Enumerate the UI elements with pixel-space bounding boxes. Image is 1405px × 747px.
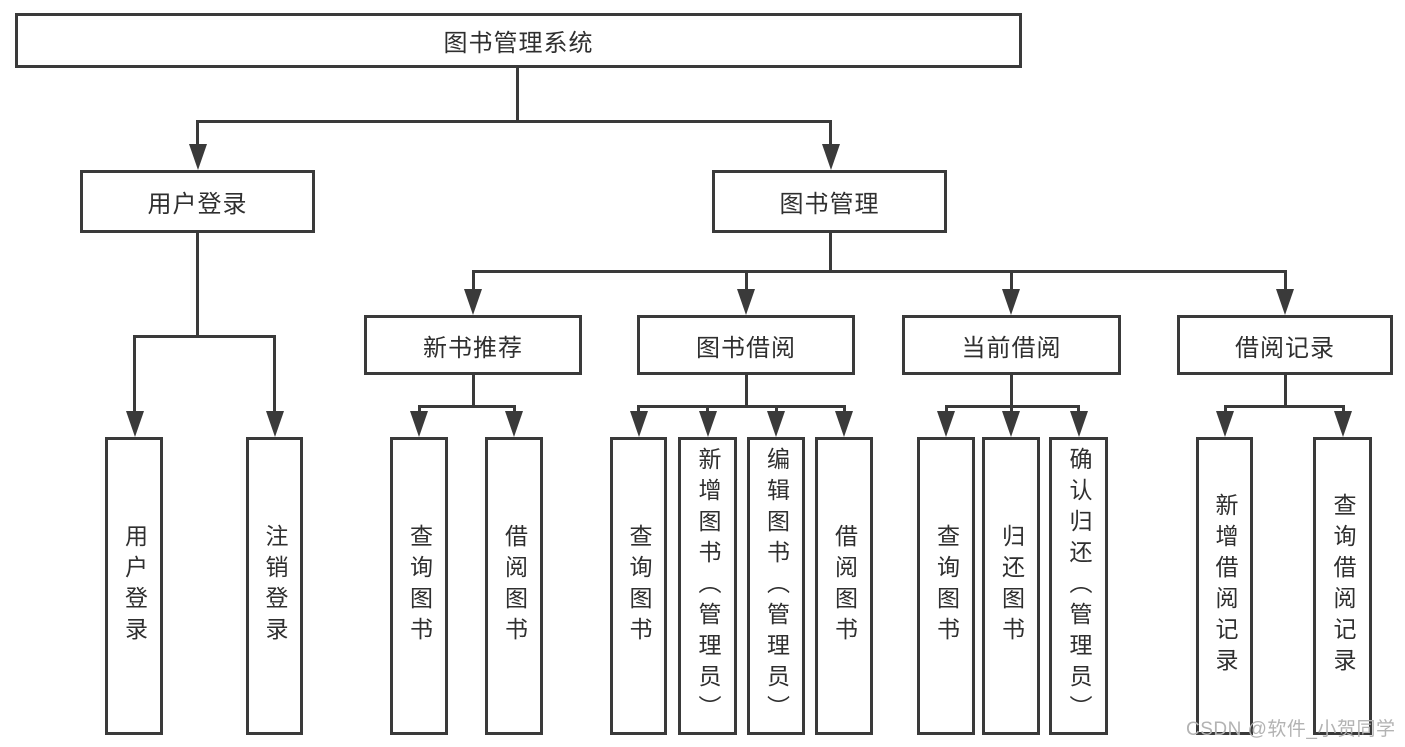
node-borrowing-records: 借阅记录 xyxy=(1177,315,1393,375)
connector-drop-leaf xyxy=(418,405,421,413)
connector-drop-user-login xyxy=(196,120,199,146)
leaf-user-login: 用户登录 xyxy=(105,437,163,735)
connector-drop-login xyxy=(133,335,136,413)
node-label: 用户登录 xyxy=(147,191,248,218)
connector-drop-leaf xyxy=(1224,405,1227,413)
watermark: CSDN @软件_小贺同学 xyxy=(1186,719,1396,740)
node-book-management: 图书管理 xyxy=(712,170,947,233)
connector-book-mgmt-stub xyxy=(829,233,832,270)
leaf-label: 借阅图书 xyxy=(501,524,528,648)
leaf-label: 借阅图书 xyxy=(831,524,858,648)
node-label: 新书推荐 xyxy=(423,334,523,362)
connector-new-books-stub xyxy=(472,375,475,405)
leaf-confirm-return-admin: 确认归还（管理员） xyxy=(1049,437,1108,735)
node-label: 图书管理系统 xyxy=(443,30,594,57)
leaf-label: 查询图书 xyxy=(406,524,433,648)
leaf-label: 新增借阅记录 xyxy=(1212,493,1238,679)
connector-drop-borrow-records xyxy=(1284,270,1287,290)
leaf-label: 查询借阅记录 xyxy=(1330,493,1356,679)
arrow-down-icon xyxy=(822,144,840,170)
connector-book-borrow-split xyxy=(637,405,846,408)
leaf-label: 确认归还（管理员） xyxy=(1066,446,1092,726)
leaf-add-book-admin: 新增图书（管理员） xyxy=(678,437,737,735)
connector-drop-leaf xyxy=(843,405,846,413)
arrow-down-icon xyxy=(767,411,785,437)
node-current-borrowing: 当前借阅 xyxy=(902,315,1121,375)
node-user-login: 用户登录 xyxy=(80,170,315,233)
arrow-down-icon xyxy=(410,411,428,437)
arrow-down-icon xyxy=(1070,411,1088,437)
connector-book-borrow-stub xyxy=(745,375,748,405)
arrow-down-icon xyxy=(464,289,482,315)
arrow-down-icon xyxy=(1002,289,1020,315)
leaf-return-books: 归还图书 xyxy=(982,437,1040,735)
connector-drop-leaf xyxy=(637,405,640,413)
connector-drop-book-borrow xyxy=(745,270,748,290)
leaf-add-borrow-record: 新增借阅记录 xyxy=(1196,437,1253,735)
connector-drop-leaf xyxy=(513,405,516,413)
arrow-down-icon xyxy=(1334,411,1352,437)
connector-drop-book-mgmt xyxy=(829,120,832,146)
connector-drop-leaf xyxy=(1077,405,1080,413)
connector-user-login-split xyxy=(133,335,275,338)
arrow-down-icon xyxy=(126,411,144,437)
connector-drop-current-borrow xyxy=(1010,270,1013,290)
arrow-down-icon xyxy=(1002,411,1020,437)
leaf-query-books-3: 查询图书 xyxy=(917,437,975,735)
arrow-down-icon xyxy=(737,289,755,315)
node-library-management-system: 图书管理系统 xyxy=(15,13,1022,68)
leaf-label: 用户登录 xyxy=(121,524,148,648)
leaf-label: 查询图书 xyxy=(933,524,960,648)
arrow-down-icon xyxy=(505,411,523,437)
node-label: 当前借阅 xyxy=(961,334,1062,362)
connector-drop-leaf xyxy=(775,405,778,413)
arrow-down-icon xyxy=(630,411,648,437)
connector-root-split xyxy=(196,120,832,123)
leaf-borrow-books-1: 借阅图书 xyxy=(485,437,543,735)
connector-current-borrow-stub xyxy=(1010,375,1013,405)
leaf-query-borrow-record: 查询借阅记录 xyxy=(1313,437,1372,735)
connector-borrow-records-stub xyxy=(1284,375,1287,405)
connector-new-books-split xyxy=(418,405,516,408)
arrow-down-icon xyxy=(266,411,284,437)
connector-drop-logout xyxy=(273,335,276,413)
connector-root-stub xyxy=(516,68,519,120)
leaf-query-books-1: 查询图书 xyxy=(390,437,448,735)
connector-drop-leaf xyxy=(706,405,709,413)
node-label: 借阅记录 xyxy=(1235,334,1335,362)
leaf-label: 归还图书 xyxy=(998,524,1025,648)
leaf-label: 注销登录 xyxy=(262,524,288,648)
connector-user-login-stub xyxy=(196,233,199,335)
connector-book-mgmt-split xyxy=(472,270,1286,273)
arrow-down-icon xyxy=(1276,289,1294,315)
leaf-logout: 注销登录 xyxy=(246,437,303,735)
leaf-label: 查询图书 xyxy=(626,524,652,648)
arrow-down-icon xyxy=(699,411,717,437)
node-label: 图书管理 xyxy=(779,191,880,218)
node-book-borrowing: 图书借阅 xyxy=(637,315,855,375)
connector-drop-leaf xyxy=(945,405,948,413)
arrow-down-icon xyxy=(189,144,207,170)
arrow-down-icon xyxy=(835,411,853,437)
connector-drop-leaf xyxy=(1342,405,1345,413)
leaf-query-books-2: 查询图书 xyxy=(610,437,667,735)
connector-drop-new-books xyxy=(472,270,475,290)
connector-borrow-records-split xyxy=(1224,405,1345,408)
leaf-borrow-books-2: 借阅图书 xyxy=(815,437,873,735)
leaf-edit-book-admin: 编辑图书（管理员） xyxy=(747,437,805,735)
leaf-label: 编辑图书（管理员） xyxy=(763,446,790,726)
arrow-down-icon xyxy=(937,411,955,437)
node-label: 图书借阅 xyxy=(696,334,796,362)
connector-drop-leaf xyxy=(1010,405,1013,413)
leaf-label: 新增图书（管理员） xyxy=(695,446,721,726)
arrow-down-icon xyxy=(1216,411,1234,437)
node-new-book-recommendation: 新书推荐 xyxy=(364,315,582,375)
